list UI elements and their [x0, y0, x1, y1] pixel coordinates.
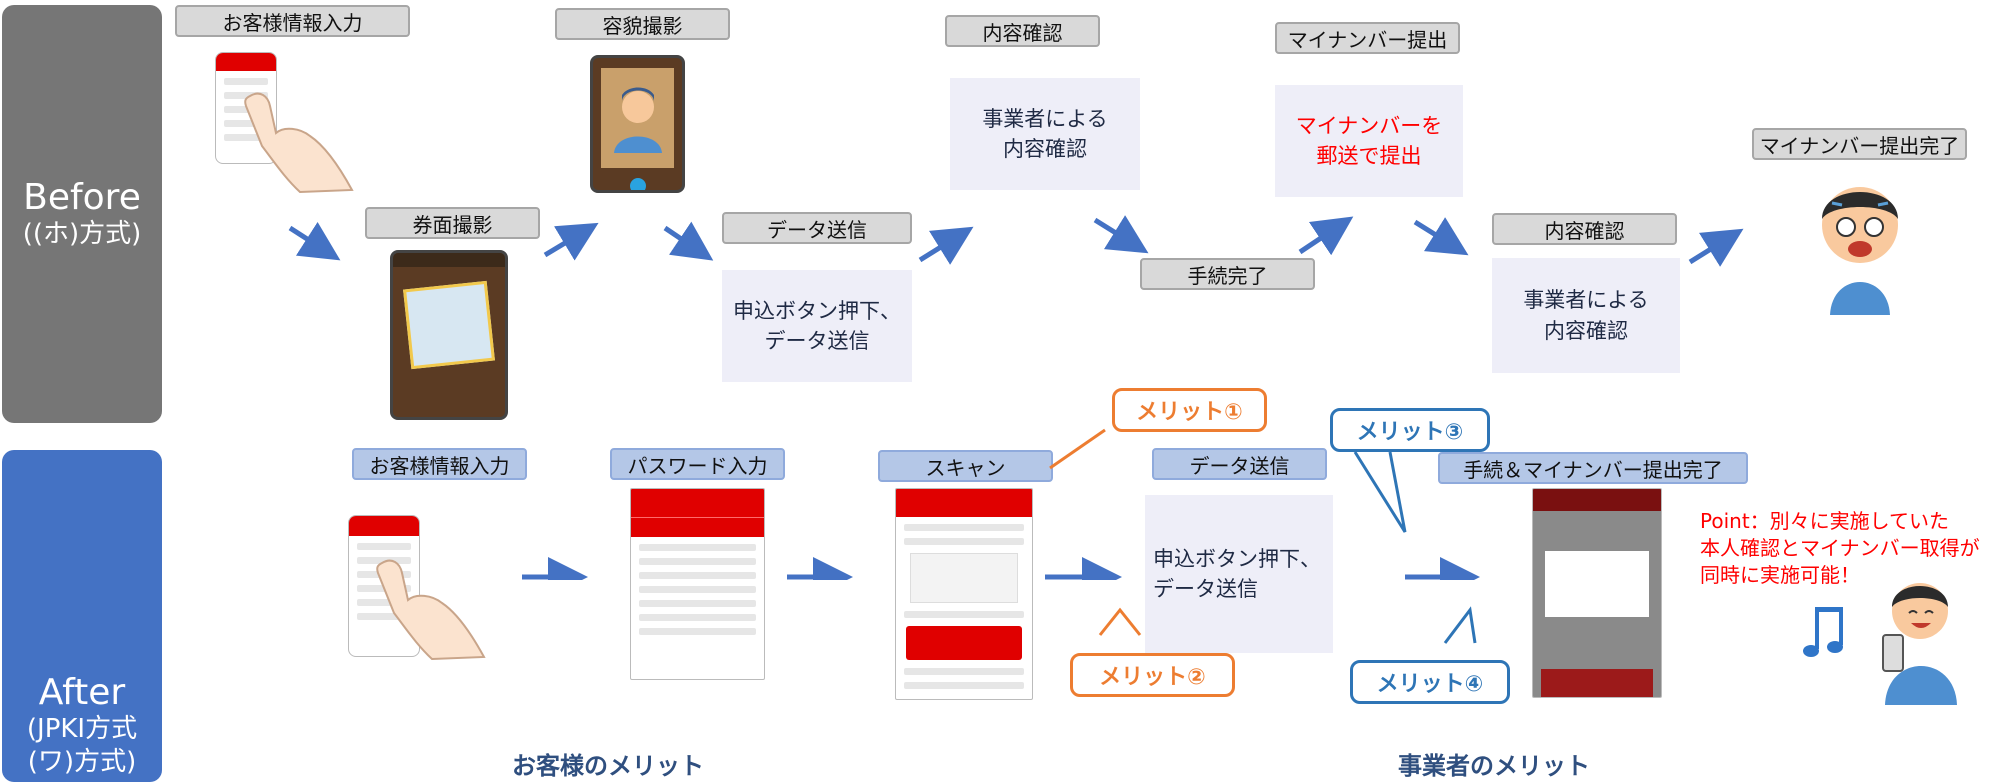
after-panel: After (JPKI方式 (ワ)方式) [2, 450, 162, 782]
box-text-line: 内容確認 [1003, 137, 1087, 161]
box-text-line: データ送信 [764, 329, 870, 353]
tapping-hand-icon [244, 92, 354, 193]
box-text-line: 申込ボタン押下、 [1153, 546, 1321, 571]
customer-merit-heading: お客様のメリット [512, 752, 704, 780]
after-step-customer-input: お客様情報入力 [352, 448, 527, 480]
happy-person-with-phone-icon [1803, 583, 1957, 705]
before-panel: Before ((ホ)方式) [2, 5, 162, 423]
after-step-data-send: データ送信 [1152, 448, 1327, 480]
after-step-scan: スキャン [878, 450, 1053, 482]
after-box-apply-send: 申込ボタン押下、データ送信 [1145, 495, 1333, 653]
box-text-line: データ送信 [1153, 577, 1258, 601]
before-step-content-check-1: 内容確認 [945, 15, 1100, 47]
before-title: Before [23, 176, 141, 218]
merit-4-callout: メリット④ [1350, 660, 1510, 704]
merit-1-callout: メリット① [1112, 388, 1267, 432]
face-photo-phone-image [590, 55, 685, 193]
box-text-line: 内容確認 [1544, 318, 1628, 343]
point-text: Point：別々に実施していた 本人確認とマイナンバー取得が 同時に実施可能！ [1700, 508, 1980, 589]
after-subtitle-line1: (JPKI方式 [26, 714, 138, 744]
before-box-apply-send: 申込ボタン押下、データ送信 [722, 270, 912, 382]
point-line-1: Point：別々に実施していた [1700, 509, 1950, 533]
face-silhouette-icon [613, 87, 662, 153]
scan-phone-image [895, 488, 1033, 700]
before-step-procedure-complete: 手続完了 [1140, 258, 1315, 290]
password-input-phone-image [630, 488, 765, 680]
before-step-customer-input: お客様情報入力 [175, 5, 410, 37]
after-step-procedure-mynumber-complete: 手続＆マイナンバー提出完了 [1438, 452, 1748, 484]
before-step-content-check-2: 内容確認 [1492, 213, 1677, 245]
before-step-document-photo: 券面撮影 [365, 207, 540, 239]
before-box-business-check-1: 事業者による内容確認 [950, 78, 1140, 190]
after-step-password-input: パスワード入力 [610, 448, 785, 480]
worried-person-icon [1822, 187, 1898, 315]
box-text-line: 事業者による [982, 106, 1108, 131]
after-tapping-hand-icon [376, 559, 486, 660]
merit-pointers [1049, 428, 1477, 644]
before-step-face-photo: 容貌撮影 [555, 8, 730, 40]
merit-3-callout: メリット③ [1330, 408, 1490, 452]
point-line-2: 本人確認とマイナンバー取得が [1700, 536, 1980, 560]
before-step-mynumber-submit: マイナンバー提出 [1275, 22, 1460, 54]
box-text-line: 申込ボタン押下、 [733, 298, 901, 323]
before-box-business-check-2: 事業者による内容確認 [1492, 258, 1680, 373]
before-step-data-send: データ送信 [722, 212, 912, 244]
before-step-mynumber-complete: マイナンバー提出完了 [1752, 128, 1967, 160]
after-subtitle-line2: (ワ)方式) [27, 746, 137, 777]
box-text-line: 事業者による [1523, 288, 1649, 313]
document-photo-phone-image [390, 250, 508, 420]
point-line-3: 同時に実施可能！ [1700, 563, 1860, 587]
after-title: After [38, 672, 126, 714]
before-flow-arrows [288, 215, 1744, 267]
before-subtitle: ((ホ)方式) [22, 218, 142, 249]
after-flow-arrows [522, 557, 1480, 580]
merit-2-callout: メリット② [1070, 653, 1235, 697]
box-text-line: マイナンバーを [1295, 113, 1443, 138]
before-box-mail-submit: マイナンバーを郵送で提出 [1275, 85, 1463, 197]
complete-phone-image [1532, 488, 1662, 698]
business-merit-heading: 事業者のメリット [1398, 752, 1590, 780]
music-note-icon [1803, 607, 1843, 657]
box-text-line: 郵送で提出 [1316, 144, 1422, 168]
